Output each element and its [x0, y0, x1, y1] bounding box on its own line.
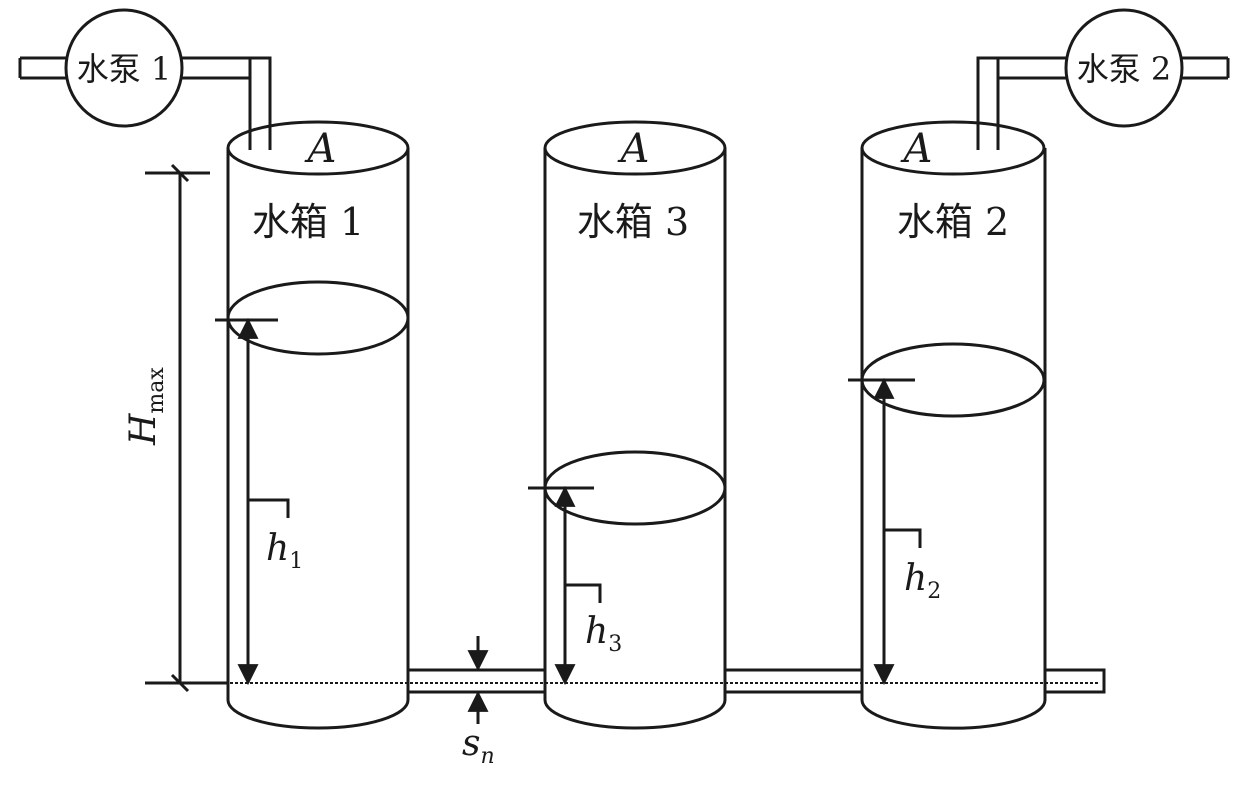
- pipe-section-indicator: sn: [462, 636, 495, 769]
- sn-sub: n: [480, 744, 494, 769]
- hmax-label: Hmax: [123, 367, 169, 446]
- tank-3-top: [543, 120, 727, 176]
- h2-leader: [884, 528, 922, 548]
- tank-3-area-label: A: [617, 126, 650, 172]
- tank-2: A 水箱 2: [860, 58, 1047, 730]
- pump-2: 水泵 2: [976, 8, 1230, 150]
- h1-var: h: [266, 528, 289, 569]
- pump-1-inlet-pipe: [18, 56, 68, 80]
- hmax-bottom-slash: [170, 673, 190, 693]
- tank-1-inlet: [248, 58, 272, 150]
- h3-leader: [565, 583, 602, 603]
- h1-sub: 1: [289, 549, 303, 574]
- tank-1-label: 水箱 1: [252, 200, 364, 244]
- hmax-top-slash: [170, 163, 190, 183]
- pump-2-inlet-pipe: [976, 56, 1070, 150]
- h3-dimension: h3: [528, 485, 622, 686]
- sn-label: sn: [462, 723, 495, 769]
- tank-1: A 水箱 1: [226, 58, 410, 730]
- connecting-pipes: [145, 668, 1106, 694]
- pipe-tank1-tank3: [408, 668, 545, 694]
- pump-2-outlet-pipe: [1180, 56, 1230, 80]
- tank-1-water-surface: [226, 280, 410, 356]
- pump-2-body: [1064, 8, 1184, 128]
- tank-2-walls: [860, 148, 1047, 730]
- h3-var: h: [585, 611, 608, 652]
- pump-1-outlet-pipe: [180, 56, 272, 150]
- h1-label: h1: [266, 528, 303, 574]
- tank-3-walls: [543, 148, 727, 730]
- tank-1-walls: [226, 148, 410, 730]
- h2-label: h2: [904, 558, 941, 604]
- tank-2-inlet: [976, 58, 1000, 150]
- tank-1-area-label: A: [304, 126, 337, 172]
- pipe-tank3-tank2: [725, 668, 862, 694]
- hmax-var: H: [123, 413, 164, 446]
- pump-2-label: 水泵 2: [1077, 50, 1172, 88]
- h3-sub: 3: [608, 632, 622, 657]
- tank-1-top: [226, 120, 410, 176]
- h1-leader: [248, 498, 290, 518]
- h1-dimension: h1: [215, 317, 303, 686]
- h3-label: h3: [585, 611, 622, 657]
- h2-sub: 2: [927, 579, 941, 604]
- hmax-sub: max: [144, 367, 169, 414]
- pump-1-body: [64, 8, 184, 128]
- pipe-outlet: [1045, 668, 1106, 694]
- h2-var: h: [904, 558, 927, 599]
- tank-2-area-label: A: [900, 126, 933, 172]
- tank-2-label: 水箱 2: [897, 200, 1009, 244]
- tank-2-top: [860, 120, 1046, 176]
- pump-1: 水泵 1: [18, 8, 272, 150]
- tank-3-label: 水箱 3: [577, 200, 689, 244]
- max-height-dimension: Hmax: [123, 163, 228, 693]
- pump-1-label: 水泵 1: [77, 50, 172, 88]
- sn-var: s: [462, 723, 480, 764]
- h2-dimension: h2: [848, 377, 941, 686]
- tank-3: A 水箱 3: [543, 120, 727, 730]
